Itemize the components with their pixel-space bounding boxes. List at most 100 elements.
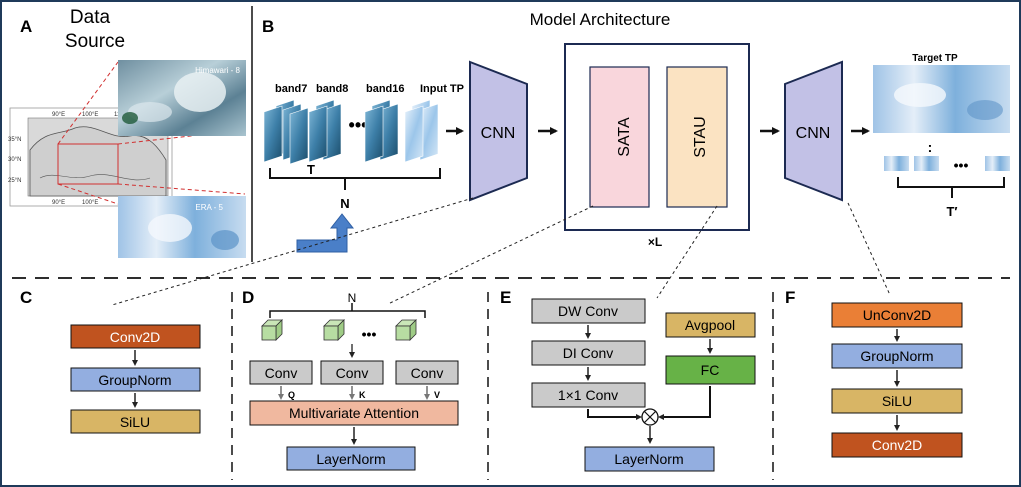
- e-avgpool-label: Avgpool: [685, 317, 735, 333]
- panel-b: B Model Architecture band7 band8 band16 …: [262, 10, 1010, 253]
- panel-b-letter: B: [262, 17, 274, 36]
- band-label: band7: [275, 83, 307, 95]
- panel-a-letter: A: [20, 17, 32, 36]
- e-layernorm-label: LayerNorm: [614, 451, 683, 467]
- panel-a-title-line2: Source: [65, 31, 125, 52]
- f-unconv2d-box: [831, 302, 963, 328]
- d-layernorm-box: [286, 446, 416, 471]
- d-conv-label: Conv: [336, 365, 369, 381]
- sata-module: [589, 66, 650, 208]
- panel-f: F UnConv2D GroupNorm SiLU Conv2D: [785, 288, 963, 458]
- himawari-label: Himawari - 8: [195, 66, 240, 75]
- e-dwconv-box: [531, 298, 646, 324]
- target-frame: [884, 156, 909, 171]
- d-n-label: N: [348, 291, 357, 305]
- target-colon: :: [928, 139, 933, 155]
- d-q-label: Q: [288, 390, 295, 400]
- stau-module: [666, 66, 728, 208]
- panel-d-letter: D: [242, 288, 254, 307]
- f-silu-box: [831, 388, 963, 414]
- cnn-decoder-label: CNN: [796, 125, 831, 142]
- f-groupnorm-box: [831, 343, 963, 369]
- era5-label: ERA - 5: [195, 203, 223, 212]
- panel-d: D N ••• Conv Conv Conv Q K: [242, 288, 459, 471]
- d-conv-label: Conv: [265, 365, 298, 381]
- d-conv-k-box: [320, 360, 384, 385]
- e-diconv-box: [531, 340, 646, 366]
- e-1x1conv-label: 1×1 Conv: [558, 387, 618, 403]
- panel-c-letter: C: [20, 288, 32, 307]
- f-groupnorm-label: GroupNorm: [860, 348, 933, 364]
- d-v-label: V: [434, 390, 440, 400]
- connector-d: [387, 205, 594, 305]
- map-lat-label: 25°N: [8, 178, 21, 184]
- target-tp-label: Target TP: [912, 53, 958, 64]
- d-k-label: K: [359, 390, 366, 400]
- output-brace: [897, 177, 1005, 188]
- d-conv-v-box: [395, 360, 459, 385]
- c-conv2d-label: Conv2D: [110, 329, 161, 345]
- panel-e: E DW Conv DI Conv 1×1 Conv Avgpool FC La…: [500, 288, 756, 472]
- panel-c: C Conv2D GroupNorm SiLU: [20, 288, 201, 434]
- band-label: band8: [316, 83, 348, 95]
- d-attention-label: Multivariate Attention: [289, 405, 419, 421]
- c-silu-label: SiLU: [120, 414, 150, 430]
- e-layernorm-box: [584, 446, 715, 472]
- map-lon-label: 100°E: [82, 112, 98, 118]
- model-architecture-title: Model Architecture: [530, 10, 671, 29]
- stau-label: STAU: [692, 116, 709, 157]
- d-variable-cube: [323, 319, 345, 341]
- map-lat-label: 30°N: [8, 157, 21, 163]
- map-lon-label: 90°E: [52, 112, 65, 118]
- band-ellipsis: •••: [349, 115, 368, 135]
- e-1x1conv-box: [531, 382, 646, 408]
- panel-a: A Data Source 35°N 30°N 25°N 90°E 100°E …: [8, 7, 246, 258]
- c-groupnorm-label: GroupNorm: [98, 372, 171, 388]
- d-ellipsis: •••: [362, 326, 377, 342]
- e-fc-label: FC: [701, 362, 720, 378]
- region-map-roi: [57, 143, 119, 185]
- band-label: Input TP: [420, 83, 464, 95]
- band-label: band16: [366, 83, 405, 95]
- connector-e: [656, 205, 718, 299]
- band7-frames: [263, 99, 309, 165]
- f-silu-label: SiLU: [882, 393, 912, 409]
- c-silu-box: [70, 409, 201, 434]
- e-fc-box: [665, 355, 756, 385]
- connector-c: [111, 197, 474, 306]
- cnn-encoder-label: CNN: [481, 125, 516, 142]
- e-diconv-label: DI Conv: [563, 345, 614, 361]
- cnn-decoder: [784, 60, 843, 202]
- map-lon-label: 90°E: [52, 200, 65, 206]
- d-conv-q-box: [249, 360, 313, 385]
- target-frame: [985, 156, 1010, 171]
- f-unconv2d-label: UnConv2D: [863, 307, 931, 323]
- e-dwconv-label: DW Conv: [558, 303, 618, 319]
- c-conv2d-box: [70, 324, 201, 349]
- n-label: N: [340, 196, 349, 211]
- e-avgpool-box: [665, 312, 756, 338]
- bent-arrow-icon: [296, 213, 355, 253]
- map-lon-label: 100°E: [82, 200, 98, 206]
- band16-frames: [364, 99, 399, 163]
- sata-label: SATA: [616, 117, 633, 157]
- panel-f-letter: F: [785, 288, 795, 307]
- map-lon-label: 11: [114, 112, 121, 118]
- input-tp-frames: [404, 99, 439, 163]
- d-variable-cube: [261, 319, 283, 341]
- d-conv-label: Conv: [411, 365, 444, 381]
- cnn-encoder: [469, 60, 528, 202]
- d-variable-cube: [395, 319, 417, 341]
- f-conv2d-label: Conv2D: [872, 437, 923, 453]
- target-ellipsis: •••: [954, 157, 969, 173]
- panel-a-title-line1: Data: [70, 7, 111, 28]
- c-groupnorm-box: [70, 367, 201, 392]
- band8-frames: [308, 99, 342, 163]
- target-frame: [914, 156, 939, 171]
- d-layernorm-label: LayerNorm: [316, 451, 385, 467]
- repeat-label: ×L: [648, 235, 662, 249]
- time-brace: [269, 168, 441, 179]
- t-prime-label: T′: [946, 204, 957, 219]
